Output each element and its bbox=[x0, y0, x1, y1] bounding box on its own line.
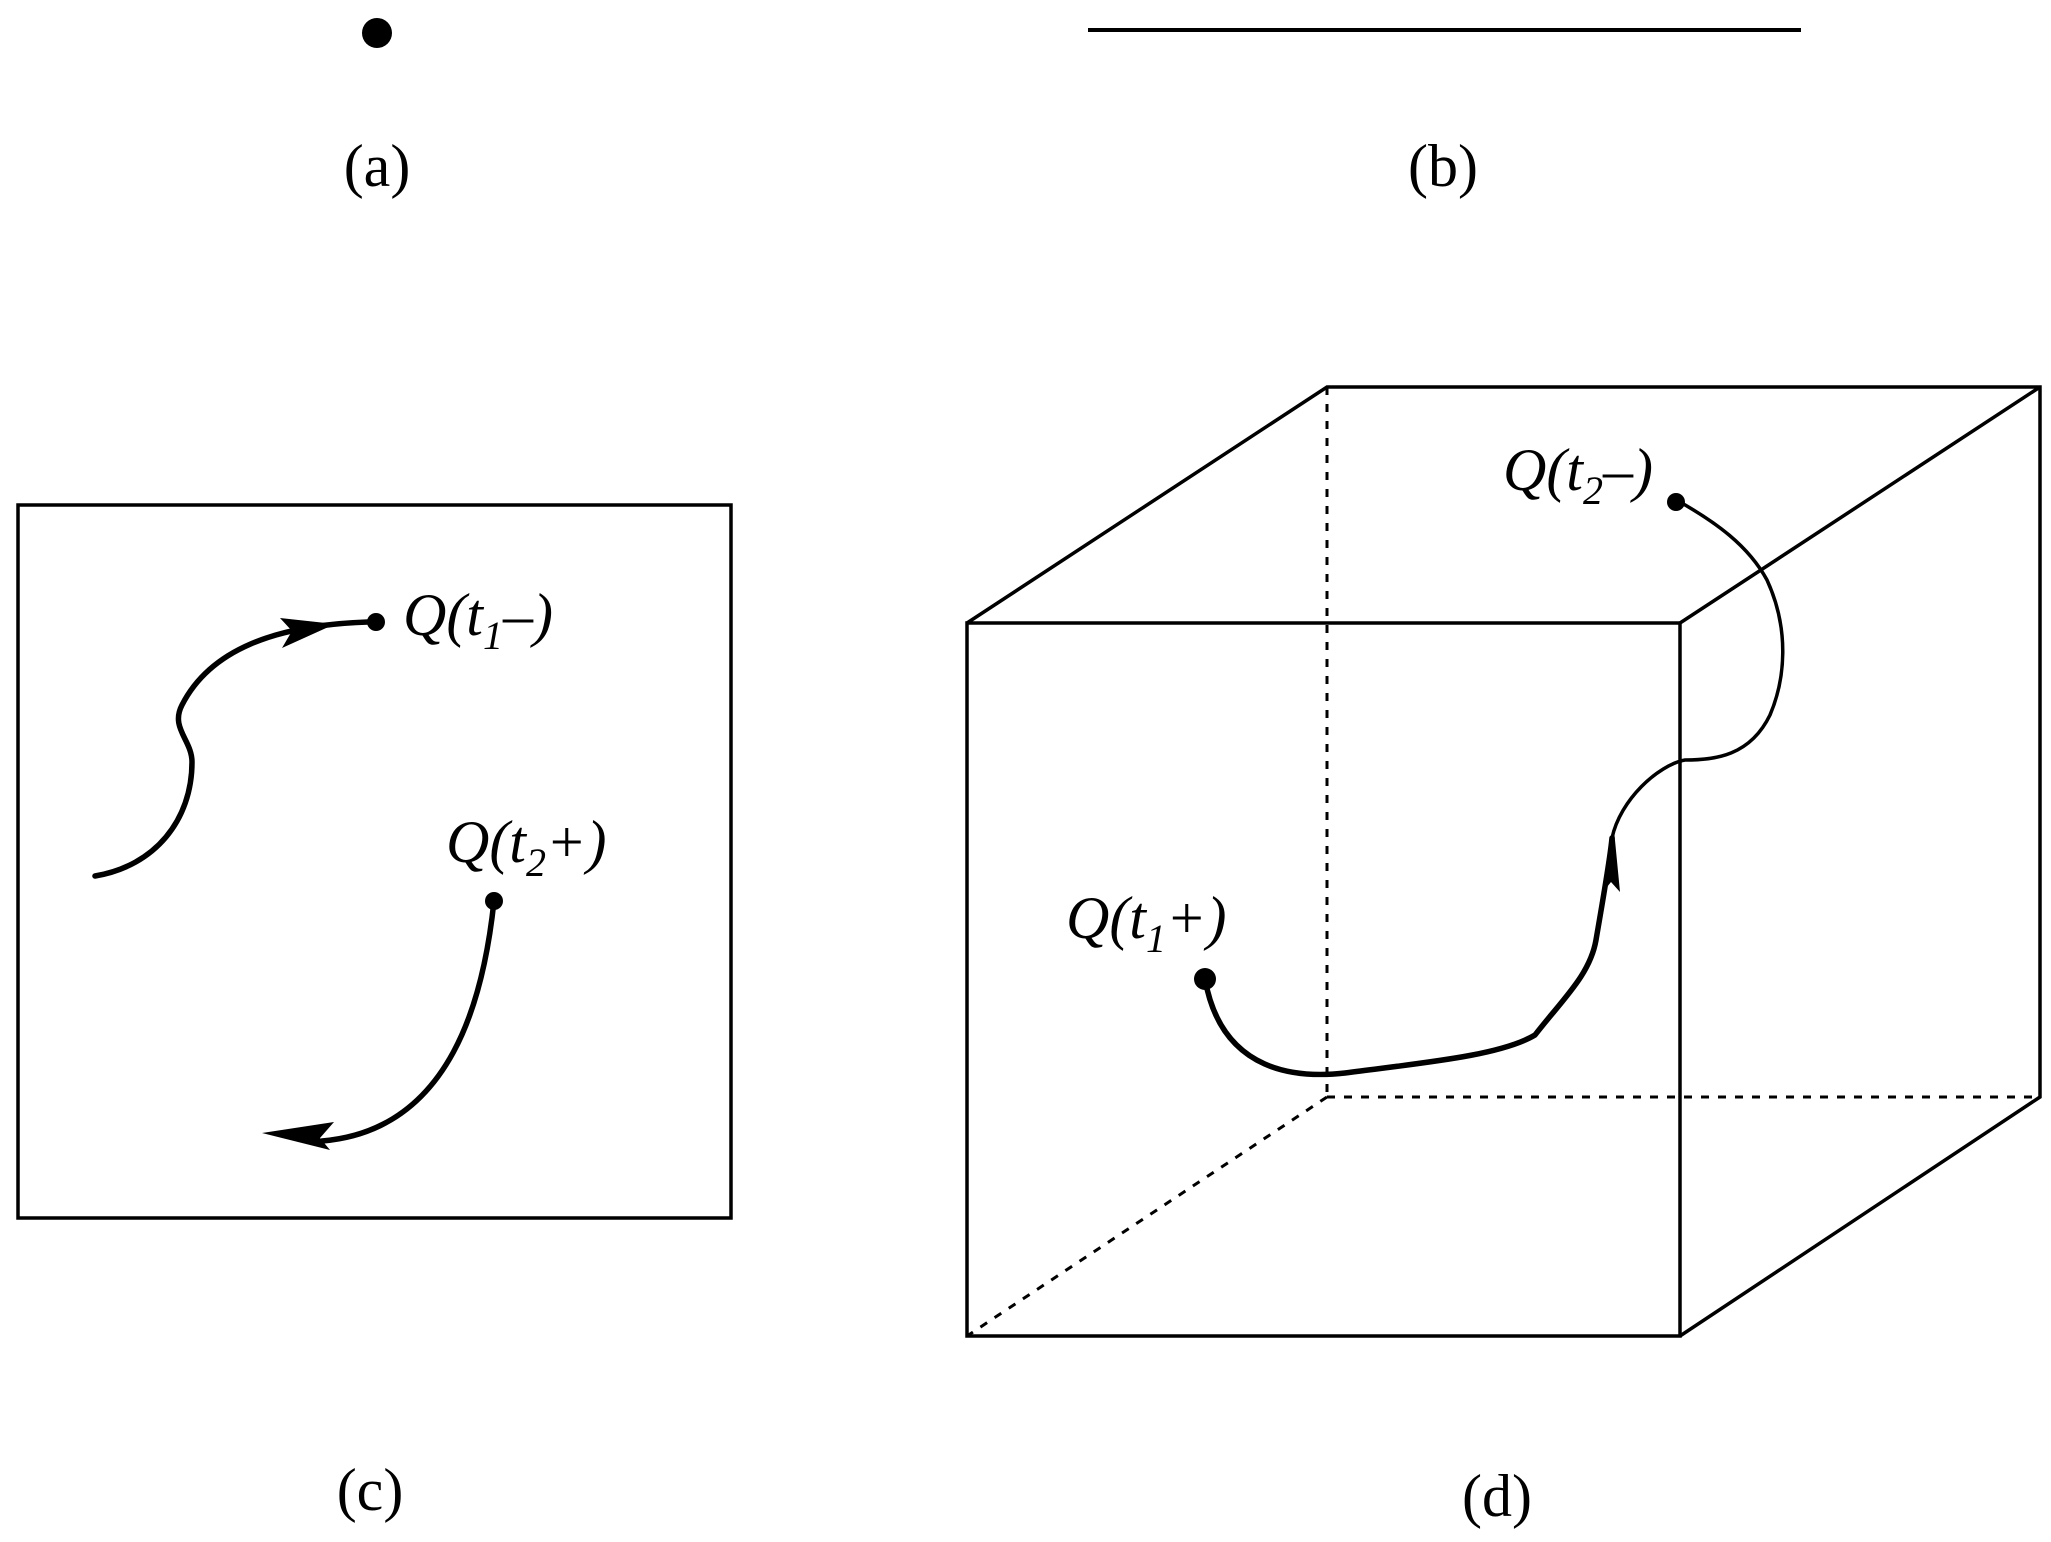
cube-visible-edges bbox=[966, 385, 2042, 1338]
cube-hidden-edge-depth bbox=[966, 1095, 1328, 1338]
trajectory-arc-lower bbox=[319, 898, 497, 1144]
label-q-t2-plus: Q(t2+) bbox=[446, 809, 606, 885]
label-q-t1-plus: Q(t1+) bbox=[1066, 885, 1226, 961]
panel-c: Q(t1–) Q(t2+) (c) bbox=[16, 503, 733, 1523]
arrowhead-lower bbox=[262, 1122, 334, 1150]
cube-front-face bbox=[965, 621, 1682, 1338]
arrowhead-cube bbox=[1603, 830, 1620, 892]
endpoint-q-t1-minus bbox=[367, 613, 385, 631]
endpoint-q-t2-minus bbox=[1667, 493, 1685, 511]
point-dot bbox=[362, 18, 392, 48]
panel-b-caption: (b) bbox=[1408, 133, 1478, 199]
square-region bbox=[16, 503, 733, 1220]
panel-b: (b) bbox=[1088, 28, 1801, 199]
panel-d: Q(t2–) Q(t1+) (d) bbox=[965, 385, 2042, 1529]
panel-a-caption: (a) bbox=[344, 133, 411, 199]
label-q-t2-minus: Q(t2–) bbox=[1503, 437, 1653, 513]
trajectory-thin bbox=[1610, 500, 1785, 840]
panel-a: (a) bbox=[344, 18, 411, 199]
arrowhead-upper bbox=[280, 618, 335, 648]
panel-d-caption: (d) bbox=[1462, 1463, 1532, 1529]
label-q-t1-minus: Q(t1–) bbox=[403, 582, 553, 658]
panel-c-caption: (c) bbox=[337, 1457, 404, 1523]
cube-edge-top-right bbox=[1679, 385, 2041, 625]
trajectory-arc-upper bbox=[92, 619, 371, 879]
trajectory-thick bbox=[1202, 835, 1615, 1078]
